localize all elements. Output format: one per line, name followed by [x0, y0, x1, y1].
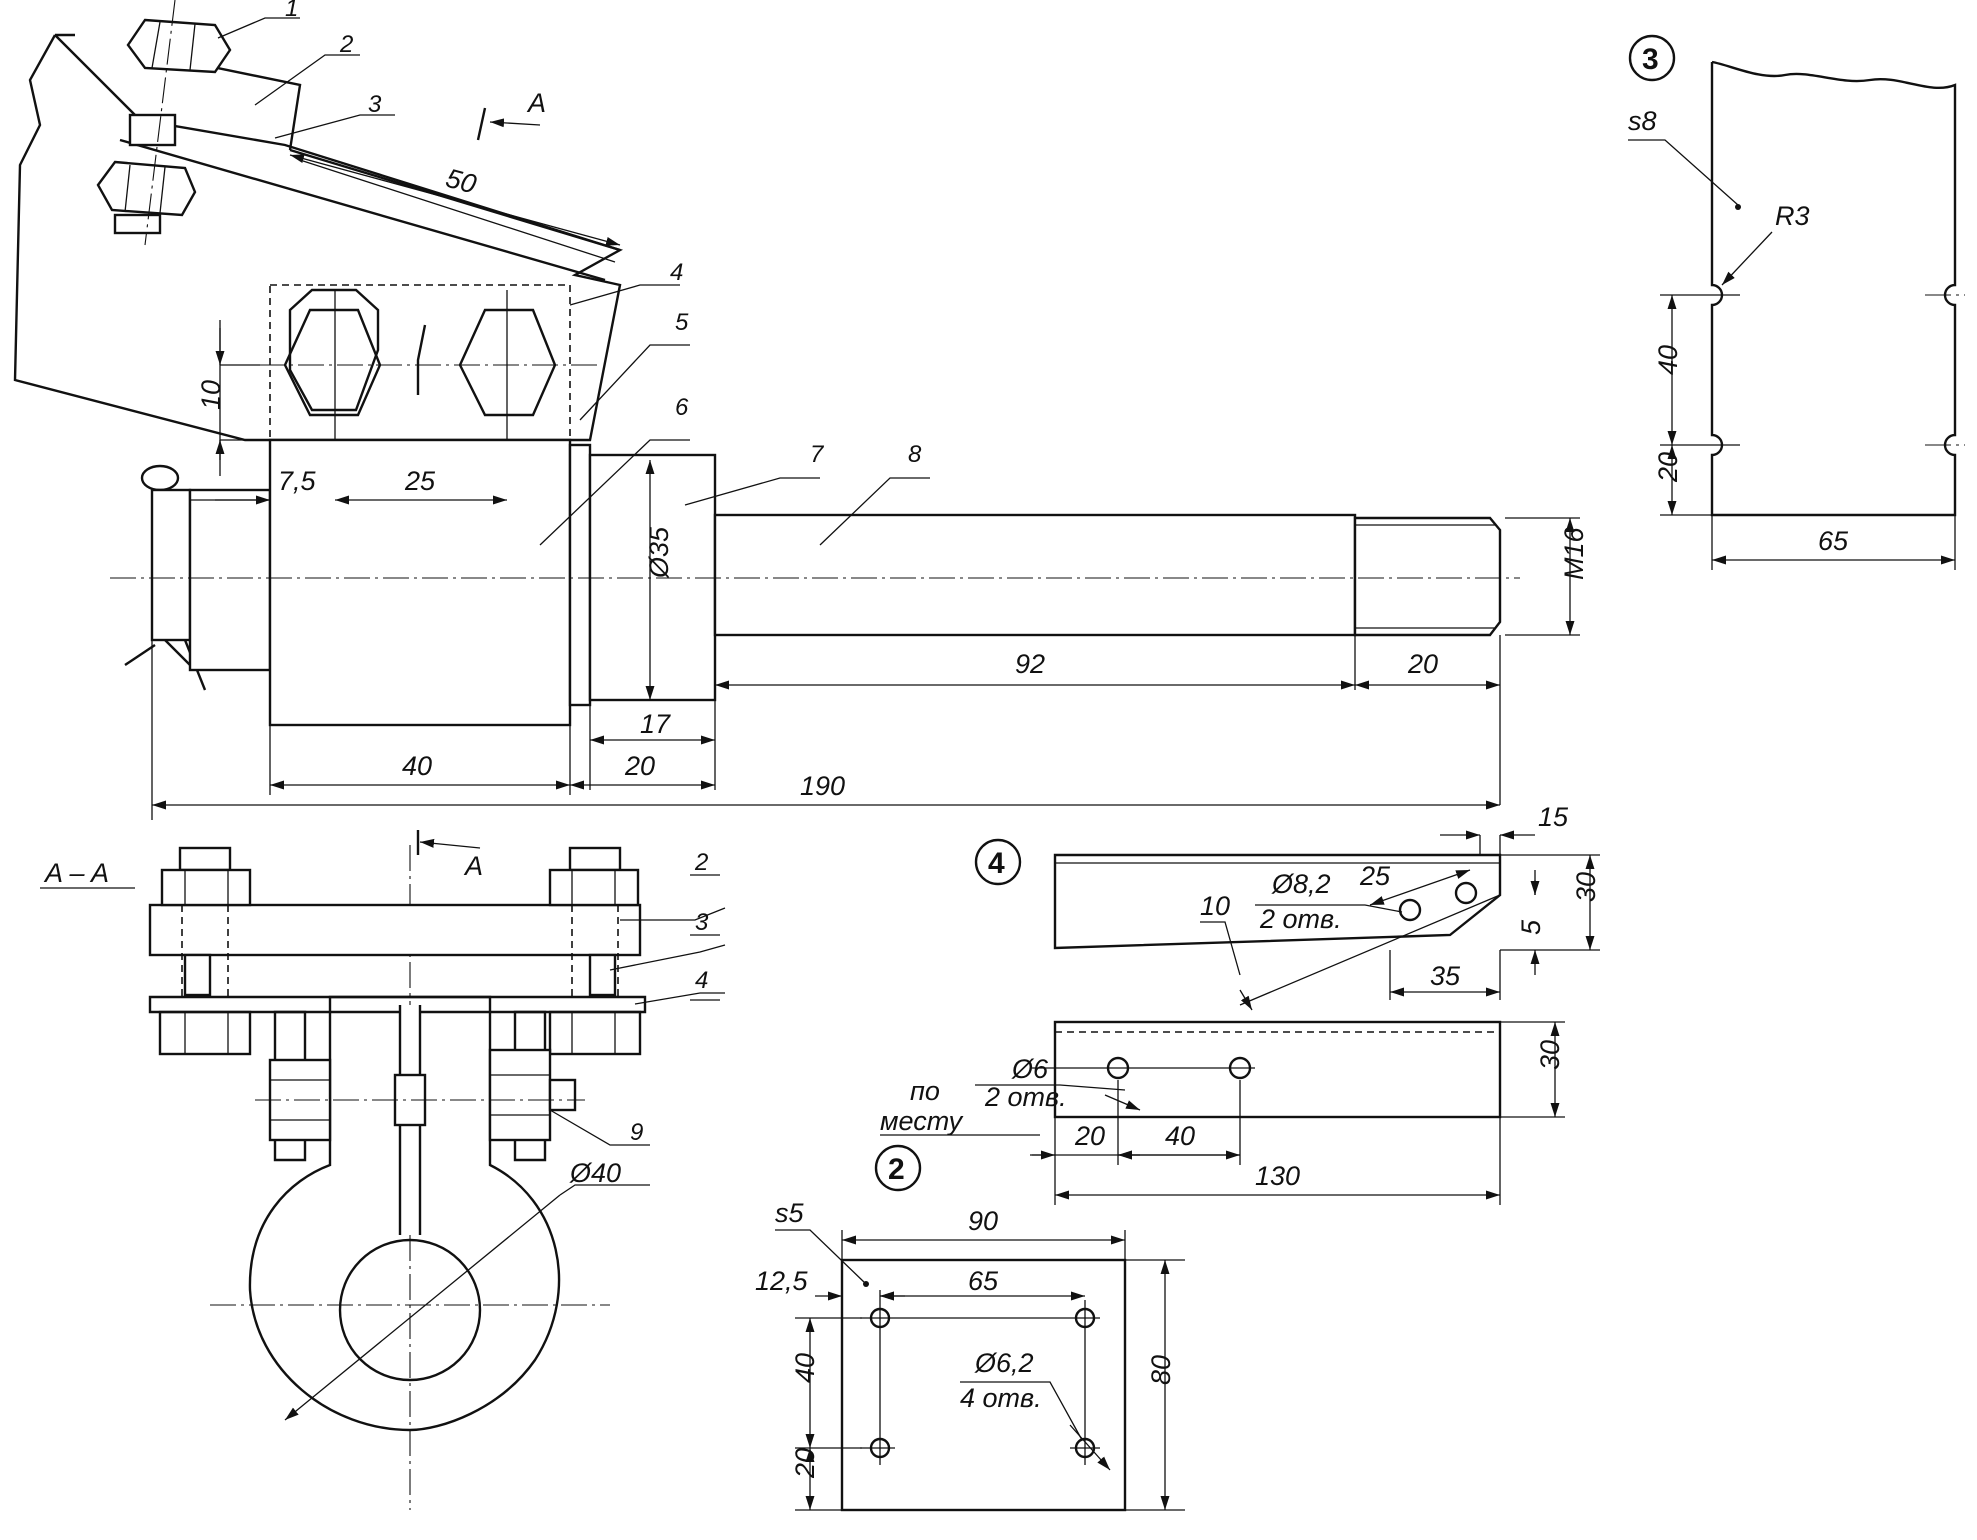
detail-4-dim-10: 10 [1200, 891, 1230, 921]
detail-3-number: 3 [1642, 43, 1659, 76]
detail-2-hole-count: 4 отв. [960, 1383, 1042, 1413]
detail-2-plate [840, 1258, 1127, 1512]
hex-bolt-left [283, 288, 382, 417]
detail-2-dim-90: 90 [968, 1206, 998, 1236]
bolt-top [96, 0, 232, 246]
leader-4: 4 [670, 259, 683, 286]
leader-6: 6 [675, 394, 689, 421]
dim-dia40: Ø40 [569, 1158, 621, 1188]
thread [1353, 516, 1502, 637]
detail-4-hole-count: 2 отв. [1259, 904, 1342, 934]
detail-4-dim-15: 15 [1538, 802, 1569, 832]
section-label-4: 4 [695, 967, 708, 994]
dim-dia35: Ø35 [644, 526, 674, 579]
detail-4-dim-40: 40 [1165, 1121, 1195, 1151]
section-label-2: 2 [694, 849, 708, 876]
section-label-9: 9 [630, 1119, 643, 1146]
detail-3: 3 s8 R3 40 20 65 [1628, 34, 1965, 570]
bushing-left [188, 488, 272, 672]
section-cut-mark: A [463, 851, 483, 881]
detail-4-dim-30-top: 30 [1571, 872, 1601, 902]
leader-8: 8 [908, 441, 922, 468]
dim-50: 50 [443, 163, 480, 200]
detail-3-dim-20: 20 [1653, 452, 1683, 483]
detail-3-plate [1710, 60, 1957, 517]
section-view: A – A A [40, 830, 726, 1510]
hub-section [248, 995, 561, 1432]
detail-4-dim-20: 20 [1074, 1121, 1105, 1151]
detail-4-top-view [1053, 853, 1502, 950]
detail-4-side-view [1053, 1020, 1502, 1119]
detail-2-dim-12-5: 12,5 [755, 1266, 809, 1296]
detail-2-dim-65: 65 [968, 1266, 999, 1296]
shaft [713, 513, 1357, 637]
dim-10: 10 [196, 380, 226, 410]
hub-body [268, 438, 572, 727]
plate-2 [148, 903, 642, 957]
detail-2-thickness: s5 [775, 1198, 805, 1228]
detail-2-dim-80: 80 [1146, 1355, 1176, 1385]
detail-3-dim-40: 40 [1653, 345, 1683, 375]
dim-92: 92 [1015, 649, 1045, 679]
dim-25: 25 [404, 466, 436, 496]
dim-190: 190 [800, 771, 845, 801]
detail-4-hole2-count: 2 отв. [984, 1082, 1067, 1112]
leader-lines [217, 17, 930, 546]
leader-7: 7 [810, 441, 825, 468]
detail-3-dim-65: 65 [1818, 526, 1849, 556]
washer [568, 443, 592, 707]
dim-7-5: 7,5 [278, 466, 317, 496]
detail-4-dim-35: 35 [1430, 961, 1461, 991]
leader-3: 3 [368, 91, 382, 118]
detail-3-radius: R3 [1775, 201, 1810, 231]
dim-17: 17 [640, 709, 671, 739]
dim-40: 40 [402, 751, 432, 781]
detail-4-dim-25: 25 [1359, 861, 1391, 891]
detail-2-number: 2 [888, 1153, 905, 1186]
detail-3-thickness: s8 [1628, 106, 1657, 136]
detail-4-dim-130: 130 [1255, 1161, 1300, 1191]
detail-4-dim-30-side: 30 [1535, 1040, 1565, 1070]
break-mark [416, 324, 427, 395]
bolt-right [548, 846, 642, 1056]
shaft-section [338, 1238, 482, 1382]
detail-2-dim-40: 40 [790, 1353, 820, 1383]
main-view: 50 10 7,5 25 Ø35 M16 92 20 17 40 20 [13, 0, 1589, 820]
detail-4-dim-5: 5 [1516, 919, 1546, 935]
dim-20-bottom: 20 [624, 751, 655, 781]
detail-2: 2 s5 90 65 12,5 40 20 80 Ø [755, 1144, 1185, 1512]
section-label-3: 3 [695, 909, 709, 936]
leader-5: 5 [675, 309, 689, 336]
detail-2-dim-20: 20 [790, 1448, 820, 1479]
dim-m16: M16 [1559, 526, 1589, 580]
section-mark-a-top: A [526, 88, 546, 118]
leader-1: 1 [285, 0, 298, 22]
detail-4: 4 15 30 5 Ø8,2 2 отв. 25 10 35 [880, 802, 1601, 1205]
section-title: A – A [43, 858, 109, 888]
detail-4-hole2-dia: Ø6 [1011, 1054, 1049, 1084]
detail-4-hole-dia: Ø8,2 [1271, 869, 1331, 899]
angle-4 [148, 995, 647, 1014]
detail-4-po: по [910, 1076, 940, 1106]
detail-4-number: 4 [988, 847, 1005, 880]
detail-2-hole-dia: Ø6,2 [974, 1348, 1034, 1378]
dim-20-thread: 20 [1407, 649, 1438, 679]
leader-2: 2 [339, 31, 353, 58]
detail-4-mestu: месту [880, 1106, 964, 1136]
